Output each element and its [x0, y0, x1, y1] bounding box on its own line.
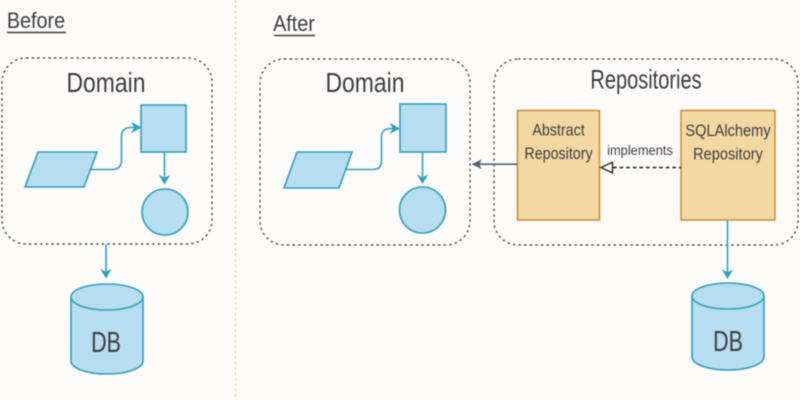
svg-text:Abstract: Abstract: [532, 121, 585, 139]
svg-text:Domain: Domain: [325, 68, 404, 99]
svg-text:Repositories: Repositories: [590, 65, 701, 94]
svg-text:After: After: [273, 12, 315, 36]
svg-text:implements: implements: [607, 143, 673, 159]
svg-text:DB: DB: [713, 326, 743, 358]
svg-text:Repository: Repository: [524, 145, 592, 163]
svg-text:Repository: Repository: [693, 146, 763, 164]
svg-text:SQLAlchemy: SQLAlchemy: [685, 122, 770, 140]
svg-text:Domain: Domain: [66, 68, 145, 99]
svg-text:DB: DB: [91, 327, 121, 359]
svg-text:Before: Before: [7, 9, 65, 33]
